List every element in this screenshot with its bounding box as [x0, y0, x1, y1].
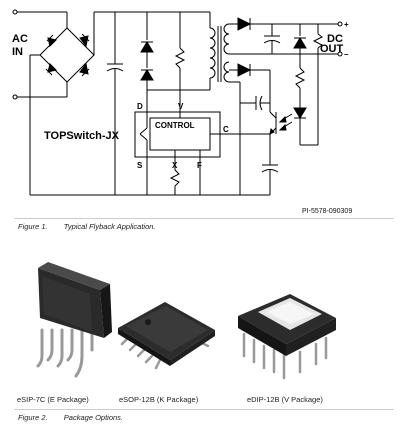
dc-out-label-line2: OUT: [320, 43, 344, 55]
pin-x-label: X: [172, 161, 178, 170]
bridge-rectifier: [39, 27, 95, 83]
figure1-caption: Figure 1. Typical Flyback Application.: [18, 222, 156, 231]
edip-12b-package-image: [238, 294, 336, 380]
pin-s-label: S: [137, 161, 143, 170]
figure1-divider: [14, 218, 394, 219]
device-name-label: TOPSwitch-JX: [44, 130, 120, 142]
pin-v-label: V: [178, 102, 184, 111]
output-diode: [237, 17, 252, 31]
bulk-capacitor: [106, 12, 124, 195]
line-sense-resistor: [174, 12, 186, 112]
package-label-esop: eSOP-12B (K Package): [119, 395, 199, 404]
figure2-caption-number: Figure 2.: [18, 413, 48, 422]
bias-diode: [237, 63, 252, 77]
pin-f-label: F: [197, 161, 202, 170]
dc-out-minus-terminal: [337, 51, 343, 57]
package-label-esip: eSIP-7C (E Package): [17, 395, 89, 404]
figure2-divider: [14, 409, 394, 410]
ac-terminal-bottom: [12, 94, 18, 100]
ac-in-label-line1: AC: [12, 33, 28, 45]
pin-c-label: C: [223, 125, 229, 134]
figure1-caption-text: Typical Flyback Application.: [63, 222, 156, 231]
dc-out-minus-label: –: [344, 50, 349, 59]
dc-out-plus-label: +: [344, 20, 349, 29]
ac-in-label-line2: IN: [12, 46, 23, 58]
dc-out-plus-terminal: [337, 21, 343, 27]
figure2-caption: Figure 2. Package Options.: [18, 413, 123, 422]
esip-7c-package-image: [36, 262, 112, 378]
pin-d-label: D: [137, 102, 143, 111]
control-label: CONTROL: [155, 121, 195, 130]
package-label-edip: eDIP-12B (V Package): [247, 395, 323, 404]
drawing-id-label: PI-5578-090309: [302, 208, 352, 215]
figure2-caption-text: Package Options.: [63, 413, 123, 422]
transformer-primary: [146, 12, 216, 112]
esop-12b-package-image: [118, 302, 215, 370]
dc-out-label-line1: DC: [327, 33, 343, 45]
figure1-caption-number: Figure 1.: [18, 222, 48, 231]
ac-terminal-top: [12, 9, 18, 15]
